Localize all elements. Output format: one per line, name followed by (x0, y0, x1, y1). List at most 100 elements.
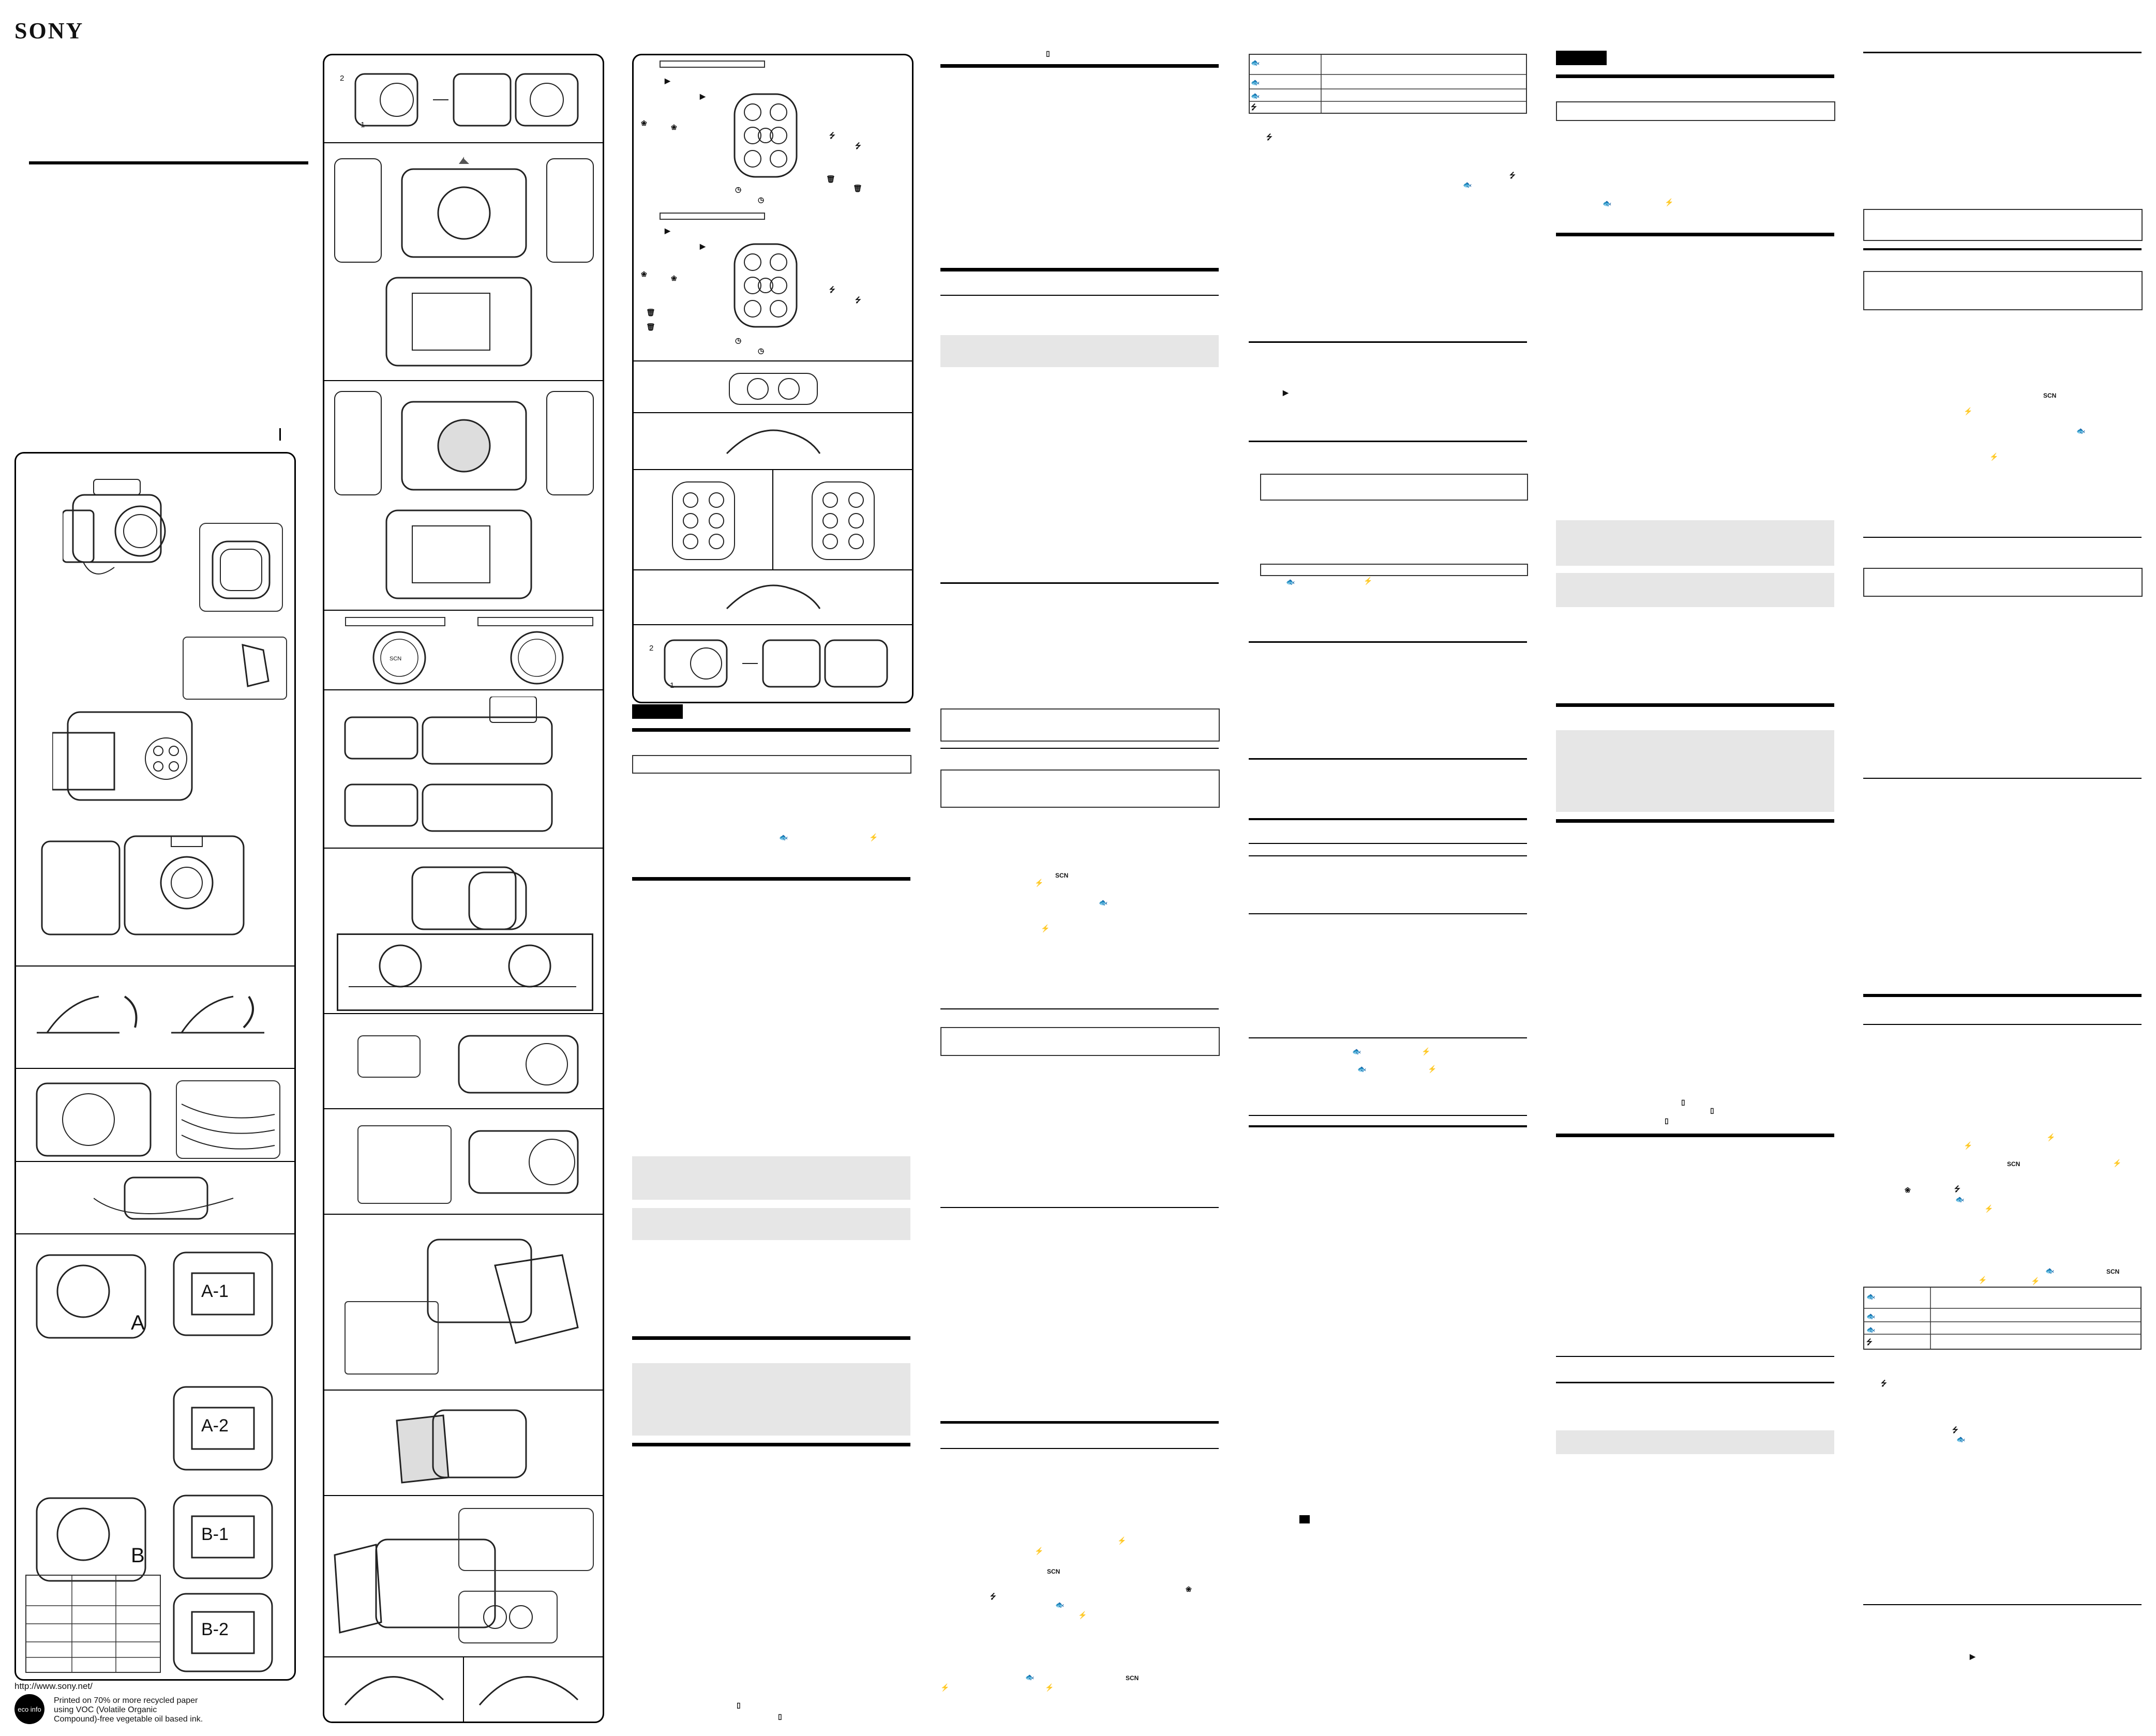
play-icon: ▶ (1970, 1652, 1975, 1660)
shutter-lever-illustration (334, 1508, 594, 1643)
section-rule (632, 877, 910, 881)
compatibility-grid (25, 1575, 161, 1673)
seal-check-illustration (349, 944, 576, 988)
flash-hdr-icon: ⚡ (2113, 1159, 2122, 1167)
flash-icon: ⭍ (1866, 1338, 1873, 1346)
mode-dial-left (372, 631, 426, 685)
lever-illustration-b (726, 584, 821, 610)
print-note-line-1: Printed on 70% or more recycled paper (54, 1696, 198, 1705)
lanyard-illustration (357, 1125, 579, 1204)
divider (324, 848, 603, 849)
subsection-rule (1863, 1024, 2142, 1025)
flash-hdr-icon: ⚡ (2046, 1133, 2056, 1141)
button-grid-left (672, 481, 735, 560)
scn-label: SCN (2043, 392, 2057, 399)
divider (634, 569, 912, 570)
subsection-rule (1863, 778, 2142, 779)
lever-press-right (478, 1676, 579, 1705)
underwater-fish-icon: 🐟 (1251, 78, 1260, 86)
open-housing-step-illustration (354, 73, 579, 127)
section-rule (940, 582, 1219, 584)
o-ring-cleaning-illustration (36, 1080, 280, 1159)
tray-a2-label: A-2 (201, 1416, 229, 1436)
flash-hdr-icon: ⚡ (1045, 1683, 1054, 1692)
underwater-fish-icon: 🐟 (1866, 1325, 1876, 1334)
section-rule (1249, 818, 1527, 820)
shaded-note-box (1556, 520, 1834, 566)
letter-a-marker: A (131, 1311, 145, 1334)
housing-close-illustration (344, 697, 553, 832)
header-rule (29, 161, 308, 164)
subsection-rule (940, 1207, 1219, 1208)
scn-label: SCN (1126, 1674, 1139, 1682)
note-box (1260, 474, 1528, 501)
divider (634, 624, 912, 625)
strap-attach-illustration (357, 1035, 579, 1094)
subsection-rule (940, 1008, 1219, 1009)
shaded-note-box (632, 1156, 910, 1200)
section-rule (1556, 1382, 1834, 1383)
subsection-rule (1249, 1115, 1527, 1116)
trash-icon: 🗑 (646, 323, 655, 331)
note-box (1863, 271, 2143, 310)
flash-hdr-icon: ⚡ (869, 833, 878, 841)
divider-vertical (772, 469, 773, 569)
section-rule (1249, 758, 1527, 760)
section-rule (632, 1443, 910, 1446)
trash-icon: 🗑 (826, 175, 835, 183)
flash-hdr-icon: ⚡ (1078, 1611, 1087, 1619)
scn-label: SCN (2106, 1268, 2120, 1275)
subsection-rule (1249, 1037, 1527, 1038)
divider (16, 1233, 294, 1234)
divider (16, 965, 294, 967)
assembly-illustration-panel: 2 1 SCN (323, 54, 604, 1723)
flash-icon: ⭍ (1954, 1185, 1960, 1193)
tulip-icon: ❀ (671, 123, 677, 131)
scn-label: SCN (1055, 872, 1069, 879)
flash-hdr-icon: ⚡ (1989, 452, 1999, 461)
divider (324, 380, 603, 381)
section-box (1556, 101, 1835, 121)
section-rule (1249, 441, 1527, 442)
underwater-fish-icon: 🐟 (779, 833, 788, 841)
underwater-fish-icon: 🐟 (1025, 1673, 1035, 1681)
subsection-rule (1249, 913, 1527, 914)
latch-detail (183, 637, 287, 700)
tray-a1-illustration (173, 1251, 273, 1336)
play-icon: ▶ (665, 227, 670, 235)
play-icon: ▶ (665, 77, 670, 85)
strap-illustration (94, 1176, 234, 1220)
flash-hdr-icon: ⚡ (1117, 1536, 1127, 1545)
underwater-fish-icon: 🐟 (2076, 427, 2086, 435)
subsection-rule (940, 295, 1219, 296)
section-rule (1556, 74, 1834, 78)
section-rule (1556, 703, 1834, 707)
flash-hdr-icon: ⚡ (1035, 1547, 1044, 1555)
flash-hdr-icon: ⚡ (1984, 1204, 1994, 1213)
sony-url[interactable]: http://www.sony.net/ (14, 1681, 93, 1691)
shaded-note-box (940, 335, 1219, 367)
flash-icon: ⭍ (990, 1592, 996, 1601)
sony-logo: SONY (14, 18, 84, 43)
underwater-fish-icon: 🐟 (1866, 1312, 1876, 1320)
self-timer-icon: ◷ (735, 336, 742, 344)
button-grid-right (812, 481, 875, 560)
note-box (940, 1027, 1220, 1056)
tulip-icon: ❀ (641, 119, 647, 127)
divider (324, 142, 603, 143)
underwater-fish-icon: 🐟 (1463, 180, 1472, 189)
mode-table (1249, 54, 1527, 114)
scn-label: SCN (1047, 1568, 1060, 1575)
tulip-icon: ❀ (671, 274, 677, 282)
underwater-fish-icon: 🐟 (1866, 1292, 1876, 1301)
tulip-icon: ❀ (641, 270, 647, 278)
shaded-note-box (632, 1208, 910, 1240)
flash-hdr-icon: ⚡ (1364, 577, 1373, 585)
section-rule (1556, 233, 1834, 236)
self-timer-icon: ◷ (758, 346, 765, 355)
lens-hood-illustration (411, 866, 527, 930)
hdr-badge-icon (1299, 1515, 1310, 1523)
dial-pair-illustration (729, 373, 818, 405)
tulip-icon: ❀ (1186, 1585, 1192, 1593)
flash-icon: ⭍ (855, 296, 861, 304)
